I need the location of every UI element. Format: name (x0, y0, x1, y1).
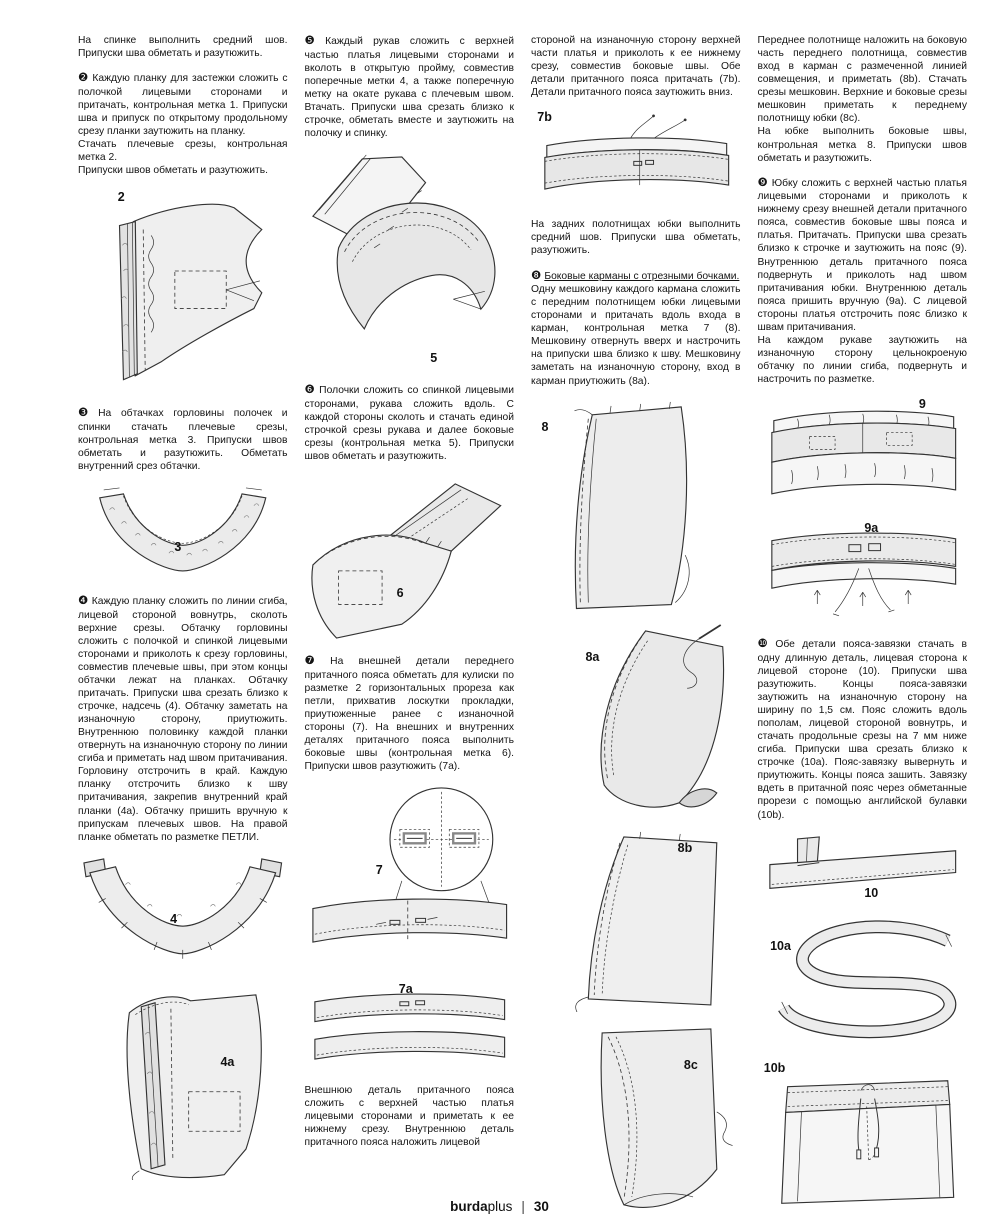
step-2-text: Каждую планку для застежки сложить с пол… (78, 73, 288, 177)
waistband-joined-illustration (770, 410, 956, 495)
figure-4-label: 4 (170, 912, 178, 927)
skirt-with-drawstring-illustration (780, 1079, 954, 1204)
figure-4: 4 (78, 855, 288, 975)
figure-7b-label: 7b (537, 110, 552, 125)
figure-10a-label: 10a (770, 939, 791, 954)
waistband-attached-illustration (544, 114, 730, 191)
brand-bold: burda (450, 1199, 488, 1214)
figure-10b-label: 10b (763, 1060, 786, 1075)
step-9-number: ❾ (757, 176, 769, 189)
figure-7b: 7b (531, 110, 741, 208)
figure-3-label: 3 (174, 540, 182, 554)
figure-8: 8 (531, 399, 741, 613)
figure-8c: 8c (531, 1023, 741, 1217)
figure-4a: 4a (78, 985, 288, 1181)
step-10-number: ❿ (757, 638, 773, 651)
figure-10: 10 (758, 833, 968, 905)
figure-5: 5 (305, 151, 515, 373)
neckline-with-facing-illustration (83, 857, 283, 959)
pocket-overlay-illustration (575, 831, 718, 1013)
step-3-number: ❸ (78, 407, 96, 420)
paragraph-intro-4: Переднее полотнище наложить на боковую ч… (757, 35, 968, 164)
figure-7-label: 7 (375, 862, 383, 877)
content-columns: На спинке выполнить средний шов. Припуск… (78, 34, 967, 1227)
waistband-buttonholes-magnifier-illustration (311, 787, 507, 943)
step-9-text: Юбку сложить с верхней частью платья лиц… (757, 177, 968, 386)
step-7-number: ❼ (304, 654, 328, 667)
column-4: Переднее полотнище наложить на боковую ч… (757, 34, 968, 1227)
side-seam-illustration (310, 483, 502, 639)
waistband-strips-illustration (313, 993, 505, 1060)
paragraph-cont: стороной на изнаночную сторону верхней ч… (531, 35, 741, 99)
step-2-number: ❷ (78, 72, 90, 85)
figure-7a: 7a (305, 982, 515, 1074)
step-3-text: На обтачках горловины полочек и спинки с… (78, 408, 288, 472)
figure-8b: 8b (531, 829, 741, 1013)
column-1: На спинке выполнить средний шов. Припуск… (78, 34, 288, 1227)
figure-9-label: 9 (918, 397, 926, 412)
column-3: стороной на изнаночную сторону верхней ч… (531, 34, 741, 1227)
figure-6-label: 6 (396, 586, 404, 601)
step-5-text: Каждый рукав сложить с верхней частью пл… (304, 36, 515, 139)
brand-light: plus (487, 1199, 513, 1214)
figure-9a: 9a (758, 519, 968, 627)
step-5-number: ❺ (304, 35, 323, 47)
tie-belt-turned-illustration (777, 919, 956, 1038)
figure-9: 9 (758, 397, 968, 509)
step-6-text: Полочки сложить со спинкой лицевыми стор… (304, 385, 515, 462)
neckline-facing-illustration (99, 487, 267, 572)
bodice-front-with-placket-illustration (118, 203, 263, 381)
pocket-bag-illustration (600, 623, 725, 808)
figure-10-label: 10 (864, 885, 879, 900)
figure-7a-label: 7a (398, 982, 413, 997)
page-number: 30 (533, 1199, 549, 1214)
paragraph-mid: На задних полотнищах юбки выполнить сред… (531, 219, 741, 257)
figure-9a-label: 9a (864, 521, 879, 536)
tie-belt-seamed-illustration (768, 835, 956, 889)
footer-separator: | (521, 1199, 525, 1214)
figure-10a: 10a (758, 915, 968, 1051)
figure-8c-label: 8c (683, 1057, 698, 1072)
step-4-number: ❹ (78, 595, 89, 607)
step-8-text: Одну мешковину каждого кармана сложить с… (531, 284, 741, 387)
step-8-number: ❽ (531, 269, 542, 282)
skirt-panel-illustration (574, 401, 690, 609)
step-4-text: Каждую планку сложить по линии сгиба, ли… (78, 596, 288, 843)
figure-2: 2 (78, 188, 288, 396)
paragraph-outro: Внешнюю деталь притачного пояса сложить … (304, 1085, 515, 1149)
figure-2-label: 2 (117, 190, 125, 205)
figure-5-label: 5 (430, 350, 438, 365)
step-10-text: Обе детали пояса-завязки стачать в одну … (757, 639, 968, 821)
figure-10b: 10b (758, 1061, 968, 1209)
figure-8a: 8a (531, 623, 741, 819)
step-7-text: На внешней детали переднего притачного п… (304, 655, 515, 772)
paragraph-intro: На спинке выполнить средний шов. Припуск… (78, 35, 288, 60)
pocket-finished-illustration (600, 1027, 733, 1208)
figure-7: 7 (305, 784, 515, 972)
figure-6: 6 (305, 474, 515, 644)
figure-8a-label: 8a (585, 650, 600, 665)
step-8-heading: Боковые карманы с отрезными бочками. (544, 270, 740, 282)
waistband-inside-illustration (770, 532, 956, 617)
figure-8b-label: 8b (677, 841, 693, 856)
step-6-number: ❻ (304, 384, 317, 397)
sleeve-in-armhole-illustration (311, 154, 495, 330)
bodice-front-finished-illustration (126, 993, 262, 1181)
brand-logo: burdaplus (450, 1199, 512, 1214)
page-footer: burdaplus | 30 (0, 1199, 999, 1214)
figure-8-label: 8 (541, 419, 549, 434)
figure-3: 3 (78, 484, 288, 584)
figure-4a-label: 4a (220, 1055, 235, 1070)
